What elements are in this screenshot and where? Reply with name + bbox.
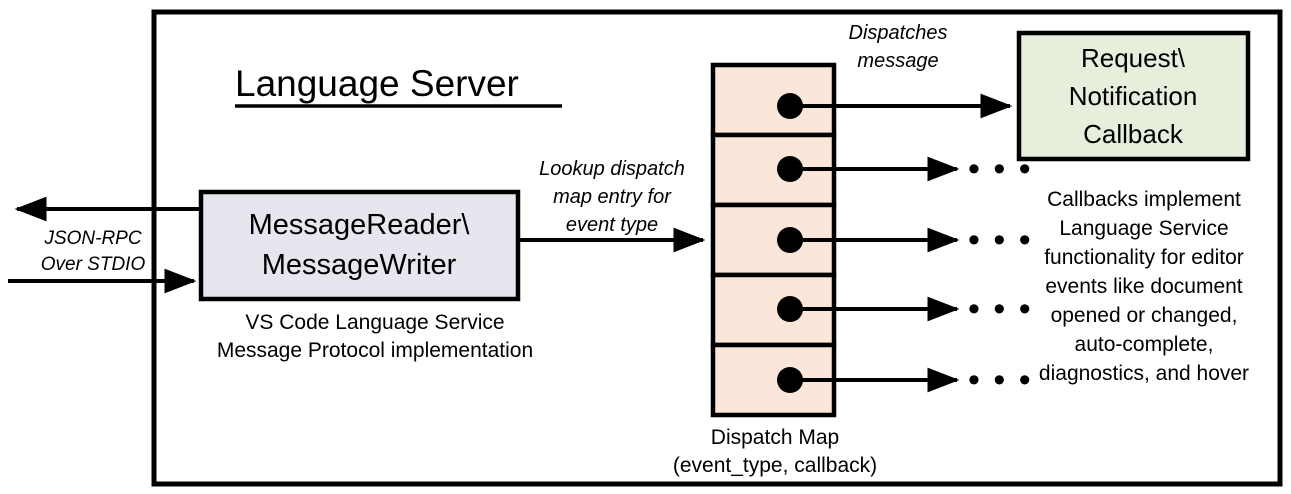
message-reader-writer-label-line1: MessageReader\ — [249, 209, 471, 241]
dispatch-ellipsis: • • • — [968, 290, 1033, 328]
lookup-label-line2: map entry for — [553, 186, 672, 208]
language-server-boundary — [151, 9, 1283, 487]
dispatch-map-table[interactable] — [710, 62, 837, 418]
message-box-caption-line2: Message Protocol implementation — [217, 339, 533, 362]
dispatch-map-caption-line2: (event_type, callback) — [673, 454, 877, 477]
dispatch-ellipsis: • • • — [968, 361, 1033, 399]
callback-note-line: functionality for editor — [1044, 246, 1244, 269]
callback-note-line: auto-complete, — [1075, 333, 1214, 356]
dispatch-ellipsis: • • • — [968, 221, 1033, 259]
callback-box-label-line1: Request\ — [1081, 43, 1186, 73]
message-box-caption-line1: VS Code Language Service — [245, 311, 504, 334]
callback-note-line: opened or changed, — [1051, 304, 1238, 327]
lookup-label-line1: Lookup dispatch — [539, 158, 685, 180]
message-reader-writer-label-line2: MessageWriter — [262, 249, 457, 281]
jsonrpc-label-line2: Over STDIO — [41, 254, 146, 275]
callback-note-line: Language Service — [1059, 217, 1228, 240]
callback-box-label-line3: Callback — [1083, 119, 1184, 149]
dispatch-map-caption-line1: Dispatch Map — [711, 426, 839, 449]
jsonrpc-label-line1: JSON-RPC — [43, 228, 141, 249]
callback-note-line: diagnostics, and hover — [1039, 362, 1249, 385]
callback-note-line: events like document — [1045, 275, 1242, 298]
lookup-label-line3: event type — [566, 214, 658, 236]
callback-note-line: Callbacks implement — [1047, 188, 1241, 211]
callback-note: Callbacks implement Language Service fun… — [1039, 188, 1249, 385]
message-reader-writer-box[interactable] — [198, 189, 521, 302]
request-notification-callback-box[interactable] — [1016, 30, 1251, 162]
dispatches-label-line2: message — [857, 50, 938, 72]
callback-box-label-line2: Notification — [1069, 81, 1198, 111]
dispatches-label-line1: Dispatches — [849, 22, 948, 44]
page-title: Language Server — [235, 63, 519, 104]
dispatch-map-cell[interactable] — [710, 62, 837, 138]
